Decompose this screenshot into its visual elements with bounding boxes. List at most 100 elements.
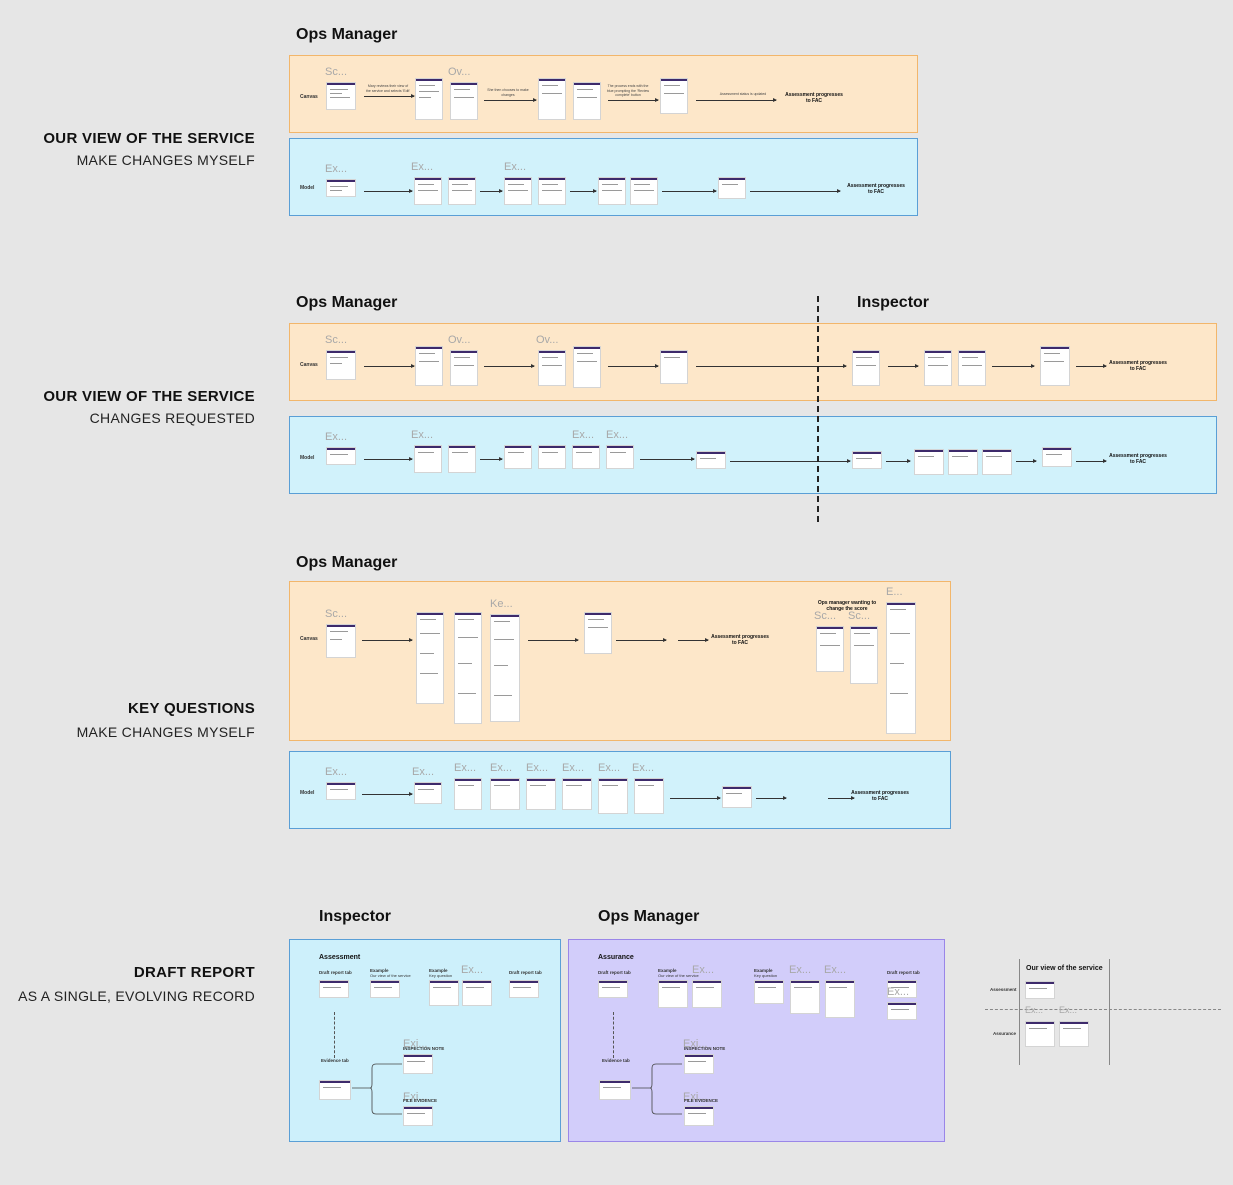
panel-title: Assessment: [319, 954, 361, 961]
section-subtitle-4: AS A SINGLE, EVOLVING RECORD: [18, 988, 255, 1004]
flow-arrow: [480, 189, 503, 193]
connector-line: [613, 1012, 614, 1058]
step-note: Mary reviews their view of the service a…: [366, 84, 410, 93]
ghost-label: Sc...: [814, 610, 837, 622]
ghost-label: Exi...: [403, 1091, 428, 1103]
screen-thumbnail: [584, 612, 612, 654]
flow-arrow: [528, 638, 579, 642]
flow-arrow: [730, 459, 851, 463]
screen-thumbnail: [816, 626, 844, 672]
ghost-label: Ov...: [448, 334, 471, 346]
screen-thumbnail: [448, 177, 476, 205]
screen-thumbnail: [573, 346, 601, 388]
screen-thumbnail: [1025, 1021, 1055, 1047]
branch-connector: [352, 1063, 402, 1115]
flow-arrow: [886, 459, 911, 463]
flow-arrow: [484, 98, 537, 102]
ghost-label: Ke...: [490, 598, 513, 610]
flow-arrow: [1016, 459, 1037, 463]
screen-thumbnail: [850, 626, 878, 684]
flow-arrow: [608, 98, 659, 102]
screen-thumbnail: [660, 78, 688, 114]
model-lane: Model Ex... Ex... Ex... Ex... Assessment…: [289, 416, 1217, 494]
ghost-label: Ex...: [572, 429, 595, 441]
lane-label: Model: [300, 790, 315, 796]
flow-arrow: [828, 796, 855, 800]
screen-thumbnail: [1042, 447, 1072, 467]
screen-thumbnail: [326, 350, 356, 380]
screen-thumbnail: [658, 980, 688, 1008]
flow-arrow: [696, 364, 847, 368]
screen-thumbnail: [696, 451, 726, 469]
ghost-label: Ex...: [789, 964, 812, 976]
step-note: Assessment status is updated: [719, 92, 767, 96]
screen-thumbnail: [982, 449, 1012, 475]
lane-label: Model: [300, 455, 315, 461]
screen-thumbnail: [562, 778, 592, 810]
mini-grid-row-label: Assurance: [993, 1031, 1017, 1036]
section-title-1: OUR VIEW OF THE SERVICE: [43, 130, 255, 147]
flow-arrow: [364, 457, 413, 461]
mini-grid-title: Our view of the service: [1026, 965, 1103, 972]
screen-thumbnail: [887, 980, 917, 998]
screen-thumbnail: [490, 778, 520, 810]
ghost-label: Exi...: [683, 1038, 708, 1050]
section-title-3: KEY QUESTIONS: [128, 700, 255, 717]
screen-thumbnail: [448, 445, 476, 473]
section-subtitle-3: MAKE CHANGES MYSELF: [76, 724, 255, 740]
flow-arrow: [608, 364, 659, 368]
ghost-label: Ex...: [1025, 1005, 1044, 1015]
screen-thumbnail: [526, 778, 556, 810]
screen-thumbnail: [326, 782, 356, 800]
screen-thumbnail: [509, 980, 539, 998]
flow-arrow: [364, 94, 415, 98]
screen-thumbnail: [462, 980, 492, 1006]
flow-arrow: [678, 638, 709, 642]
screen-thumbnail: [370, 980, 400, 998]
role-ops-manager: Ops Manager: [296, 554, 398, 571]
screen-thumbnail: [538, 78, 566, 120]
inspection-note-label: INSPECTION NOTE: [684, 1046, 726, 1051]
screen-thumbnail: [1059, 1021, 1089, 1047]
role-ops-manager: Ops Manager: [296, 294, 398, 311]
lane-label: Canvas: [300, 362, 318, 368]
screen-thumbnail: [958, 350, 986, 386]
lane-label: Canvas: [300, 636, 318, 642]
screen-thumbnail: [326, 447, 356, 465]
lane-label: Model: [300, 185, 315, 191]
outcome-label: Assessment progresses to FAC: [711, 634, 769, 646]
screen-thumbnail: [319, 1080, 351, 1100]
screen-thumbnail: [538, 445, 566, 469]
ghost-label: Ex...: [887, 986, 910, 998]
screen-thumbnail: [660, 350, 688, 384]
ghost-label: Ex...: [412, 766, 435, 778]
ghost-label: Ex...: [606, 429, 629, 441]
screen-thumbnail: [825, 980, 855, 1018]
screen-thumbnail: [684, 1106, 714, 1126]
flow-arrow: [362, 638, 413, 642]
section-title-4: DRAFT REPORT: [133, 964, 255, 981]
flow-arrow: [616, 638, 667, 642]
ghost-label: Ex...: [632, 762, 655, 774]
role-inspector: Inspector: [857, 294, 930, 311]
flow-arrow: [480, 457, 503, 461]
section-subtitle-2: CHANGES REQUESTED: [89, 410, 255, 426]
outcome-label: Assessment progresses to FAC: [1109, 360, 1167, 372]
canvas-lane: Canvas Sc... Ke... Assessment progresses…: [289, 581, 951, 741]
screen-thumbnail: [1040, 346, 1070, 386]
model-lane: Model Ex... Ex... Ex... Ex... Ex... Ex..…: [289, 751, 951, 829]
screen-thumbnail: [598, 778, 628, 814]
screen-thumbnail: [326, 624, 356, 658]
screen-thumbnail: [914, 449, 944, 475]
ghost-label: Sc...: [848, 610, 871, 622]
section-title-2: OUR VIEW OF THE SERVICE: [43, 388, 255, 405]
step-note: She then chooses to make changes: [487, 88, 529, 97]
ghost-label: Ex...: [562, 762, 585, 774]
screen-thumbnail: [326, 82, 356, 110]
step-note: The process ends with the blue prompting…: [606, 84, 650, 97]
flow-arrow: [1076, 459, 1107, 463]
